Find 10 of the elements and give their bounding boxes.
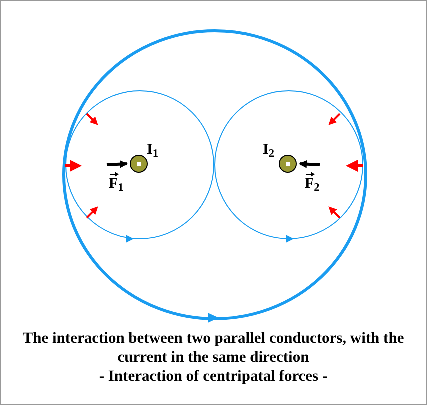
conductor bbox=[130, 155, 148, 173]
force-arrow bbox=[106, 160, 128, 168]
conductor bbox=[279, 155, 297, 173]
current-label: I$_{2}$ bbox=[263, 143, 274, 158]
force-label: F$_{1}$ bbox=[109, 177, 124, 192]
subtitle: - Interaction of centripatal forces - bbox=[99, 367, 328, 386]
current-label: I$_{1}$ bbox=[147, 143, 158, 158]
force-arrow bbox=[299, 160, 320, 168]
caption: The interaction between two parallel conductors, with the current in the same direction bbox=[22, 329, 406, 367]
force-label: F$_{2}$ bbox=[305, 177, 320, 192]
